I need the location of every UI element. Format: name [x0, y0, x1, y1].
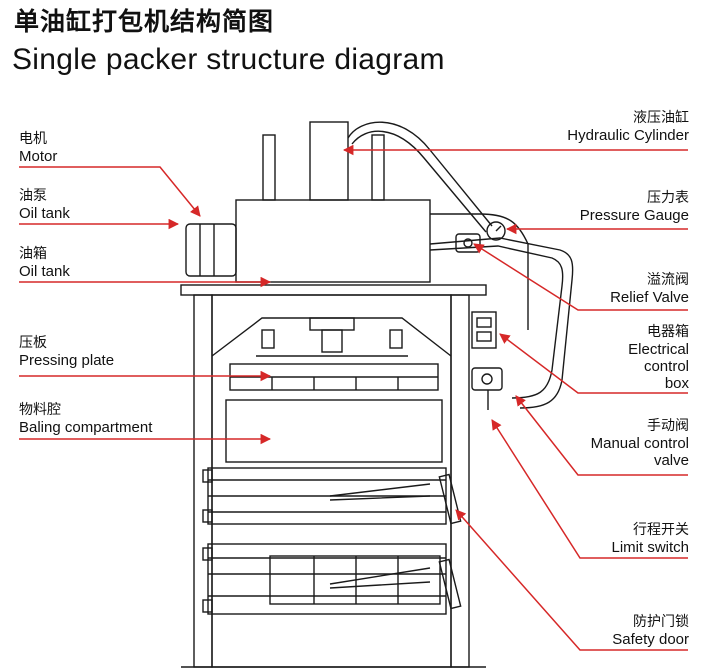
frame-right-column [450, 294, 470, 668]
label-pressure-gauge: 压力表 Pressure Gauge [580, 190, 689, 224]
label-motor-en: Motor [19, 148, 58, 165]
label-motor-cn: 电机 [19, 131, 47, 147]
label-manual-control-valve: 手动阀 Manual control valve [591, 418, 689, 469]
title-chinese: 单油缸打包机结构简图 [14, 7, 275, 36]
label-relief-valve-en: Relief Valve [610, 289, 689, 306]
arrow-relief-valve [473, 243, 688, 311]
label-safety-door-en: Safety door [612, 631, 689, 648]
label-electrical-control-box-en-3: box [664, 375, 689, 392]
label-pressing-plate-cn: 压板 [19, 335, 47, 351]
relief-valve-shape [455, 233, 481, 253]
label-oil-tank-cn: 油箱 [19, 246, 47, 262]
electrical-box-shape [471, 311, 497, 349]
label-oil-pump: 油泵 Oil tank [19, 188, 70, 222]
hydraulic-pipe [347, 121, 493, 227]
arrow-limit-switch [491, 419, 688, 559]
arrow-manual-valve [515, 395, 688, 476]
safety-door-shape [202, 467, 462, 615]
label-pressing-plate-en: Pressing plate [19, 352, 115, 369]
motor-shape [185, 223, 237, 277]
arrow-electrical-box [499, 333, 688, 394]
label-safety-door-cn: 防护门锁 [633, 614, 689, 630]
label-limit-switch-cn: 行程开关 [633, 522, 689, 538]
label-electrical-control-box-cn: 电器箱 [647, 324, 689, 340]
pressure-gauge-shape [486, 221, 506, 241]
label-hydraulic-cylinder-cn: 液压油缸 [633, 110, 689, 126]
label-manual-control-valve-en-1: Manual control [590, 435, 689, 452]
label-baling-compartment: 物料腔 Baling compartment [19, 402, 152, 436]
label-limit-switch: 行程开关 Limit switch [611, 522, 689, 556]
manual-valve-shape [471, 367, 503, 391]
label-manual-control-valve-en-2: valve [653, 452, 689, 469]
arrow-motor [19, 166, 201, 217]
oil-tank-shape [235, 199, 431, 283]
label-oil-pump-en: Oil tank [19, 205, 70, 222]
label-limit-switch-en: Limit switch [611, 539, 689, 556]
arrow-safety-door [455, 509, 688, 651]
label-oil-pump-cn: 油泵 [19, 188, 47, 204]
label-baling-compartment-en: Baling compartment [19, 419, 153, 436]
label-relief-valve: 溢流阀 Relief Valve [610, 272, 689, 306]
label-oil-tank: 油箱 Oil tank [19, 246, 70, 280]
label-pressure-gauge-en: Pressure Gauge [579, 207, 689, 224]
label-oil-tank-en: Oil tank [19, 263, 70, 280]
label-pressing-plate: 压板 Pressing plate [19, 335, 114, 369]
label-hydraulic-cylinder: 液压油缸 Hydraulic Cylinder [567, 110, 689, 144]
label-hydraulic-cylinder-en: Hydraulic Cylinder [567, 127, 689, 144]
label-safety-door: 防护门锁 Safety door [612, 614, 689, 648]
label-electrical-control-box: 电器箱 Electrical control box [628, 324, 689, 392]
label-relief-valve-cn: 溢流阀 [647, 272, 689, 288]
label-manual-control-valve-cn: 手动阀 [647, 418, 689, 434]
label-pressure-gauge-cn: 压力表 [647, 190, 689, 206]
label-baling-compartment-cn: 物料腔 [19, 402, 61, 418]
title-english: Single packer structure diagram [12, 43, 445, 76]
label-motor: 电机 Motor [19, 131, 57, 165]
label-electrical-control-box-en-2: control [643, 358, 689, 375]
baling-compartment-shape [225, 399, 443, 463]
pressing-plate-shape [229, 363, 439, 391]
label-electrical-control-box-en-1: Electrical [628, 341, 689, 358]
